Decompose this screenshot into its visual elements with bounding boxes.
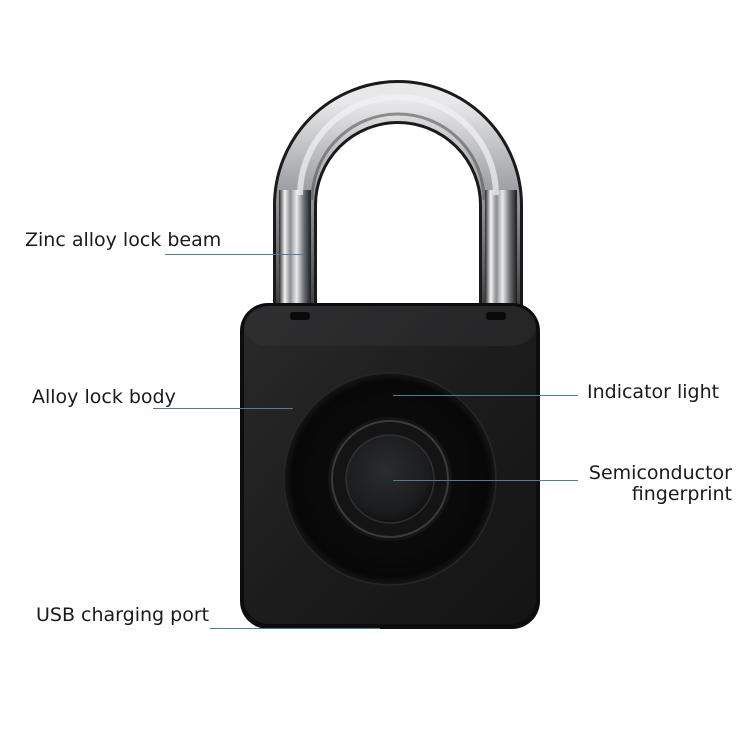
leader-fingerprint [393,480,578,481]
label-fingerprint-line2: fingerprint [631,483,732,505]
label-indicator: Indicator light [587,381,720,403]
leader-lock-body [153,408,293,409]
label-fingerprint-line1: Semiconductor [588,462,732,484]
fingerprint-sensor [328,417,452,541]
leader-lock-beam [165,254,305,255]
leader-usb-port [210,628,380,629]
label-lock-body: Alloy lock body [32,386,176,408]
shackle [273,80,523,330]
label-usb-port: USB charging port [36,604,210,626]
label-lock-beam: Zinc alloy lock beam [25,229,222,251]
leader-indicator [393,395,578,396]
